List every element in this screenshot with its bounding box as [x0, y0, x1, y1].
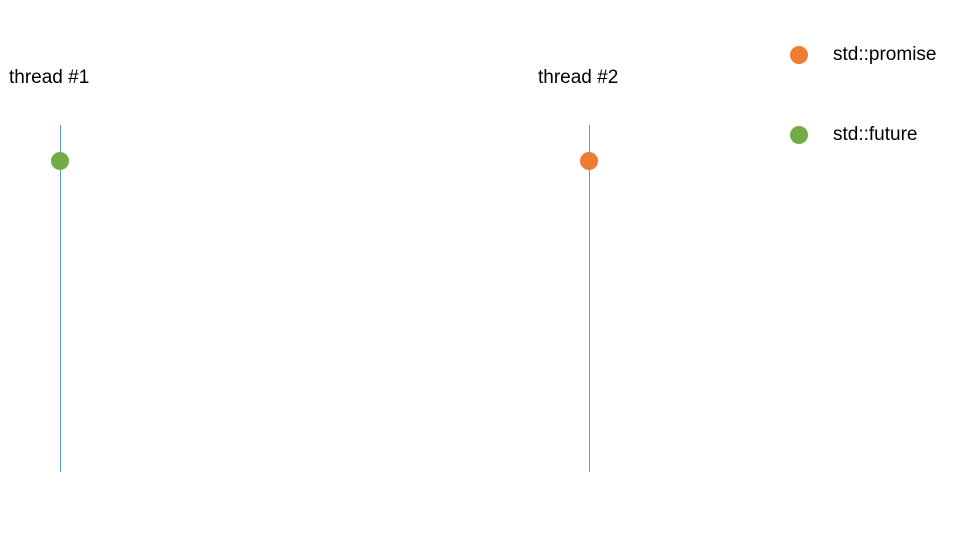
- thread-2-promise-marker: [580, 152, 598, 170]
- future-dot-icon: [790, 126, 808, 144]
- thread-1-label: thread #1: [9, 67, 90, 88]
- thread-2-timeline: [589, 125, 590, 472]
- promise-dot-icon: [790, 46, 808, 64]
- thread-1-timeline: [60, 125, 61, 472]
- legend-label-future: std::future: [833, 124, 918, 145]
- thread-1-future-marker: [51, 152, 69, 170]
- legend-label-promise: std::promise: [833, 44, 937, 65]
- thread-2-label: thread #2: [538, 67, 619, 88]
